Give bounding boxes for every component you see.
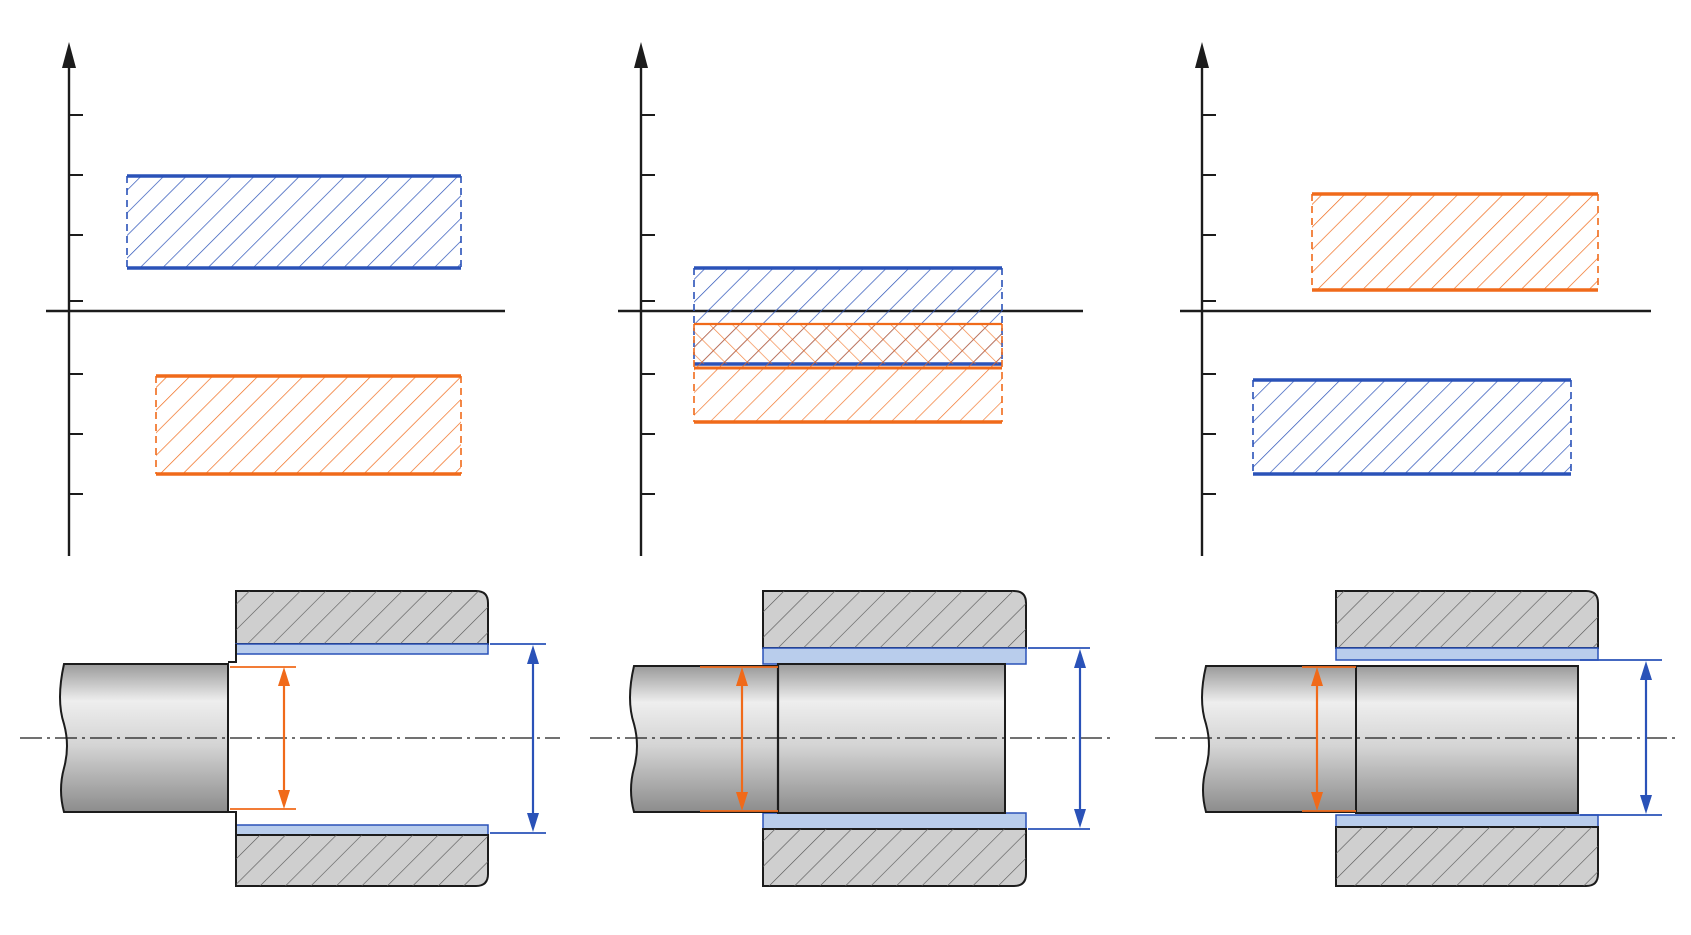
arrow-down-icon — [527, 813, 539, 832]
arrow-down-icon — [278, 790, 290, 809]
arrow-down-icon — [736, 792, 748, 811]
bore-sleeve-top — [1335, 647, 1599, 661]
shaft-inserted — [1355, 665, 1579, 814]
assembly-transition — [590, 590, 1115, 887]
y-axis — [1195, 42, 1216, 556]
hole-diameter-dimension — [1028, 647, 1090, 830]
zone-chart-interference — [1180, 42, 1651, 556]
assembly-clearance — [20, 590, 560, 887]
shaft-diameter-dimension — [230, 666, 296, 810]
arrow-up-icon — [278, 667, 290, 686]
hole-diameter-dimension — [490, 643, 546, 834]
bore-sleeve-top — [762, 647, 1027, 665]
hole-tolerance-zone — [126, 174, 462, 270]
arrow-down-icon — [1311, 792, 1323, 811]
arrow-up-icon — [1311, 667, 1323, 686]
bore-sleeve-bottom — [235, 824, 489, 836]
y-axis-arrow-icon — [62, 42, 76, 68]
shaft — [629, 665, 779, 813]
y-axis-arrow-icon — [634, 42, 648, 68]
shaft-diameter-dimension — [700, 666, 778, 812]
zone-chart-transition — [618, 42, 1083, 556]
arrow-up-icon — [1074, 649, 1086, 668]
arrow-down-icon — [1640, 795, 1652, 814]
bore-sleeve-bottom — [1335, 814, 1599, 828]
arrow-up-icon — [527, 645, 539, 664]
shaft-tolerance-zone — [1311, 192, 1599, 292]
arrow-up-icon — [1640, 661, 1652, 680]
arrow-down-icon — [1074, 809, 1086, 828]
y-axis-arrow-icon — [1195, 42, 1209, 68]
y-axis — [62, 42, 83, 556]
hole-tolerance-zone — [1252, 378, 1572, 476]
shaft-diameter-dimension — [1302, 666, 1356, 812]
bore-sleeve-top — [235, 643, 489, 655]
shaft-tolerance-zone — [693, 322, 1003, 424]
y-axis — [634, 42, 655, 556]
shaft-tolerance-zone — [155, 374, 462, 476]
zone-chart-clearance — [46, 42, 505, 556]
arrow-up-icon — [736, 667, 748, 686]
hole-diameter-dimension — [1580, 659, 1662, 816]
shaft — [1201, 665, 1357, 813]
assembly-interference — [1155, 590, 1680, 887]
bore-sleeve-bottom — [762, 812, 1027, 830]
